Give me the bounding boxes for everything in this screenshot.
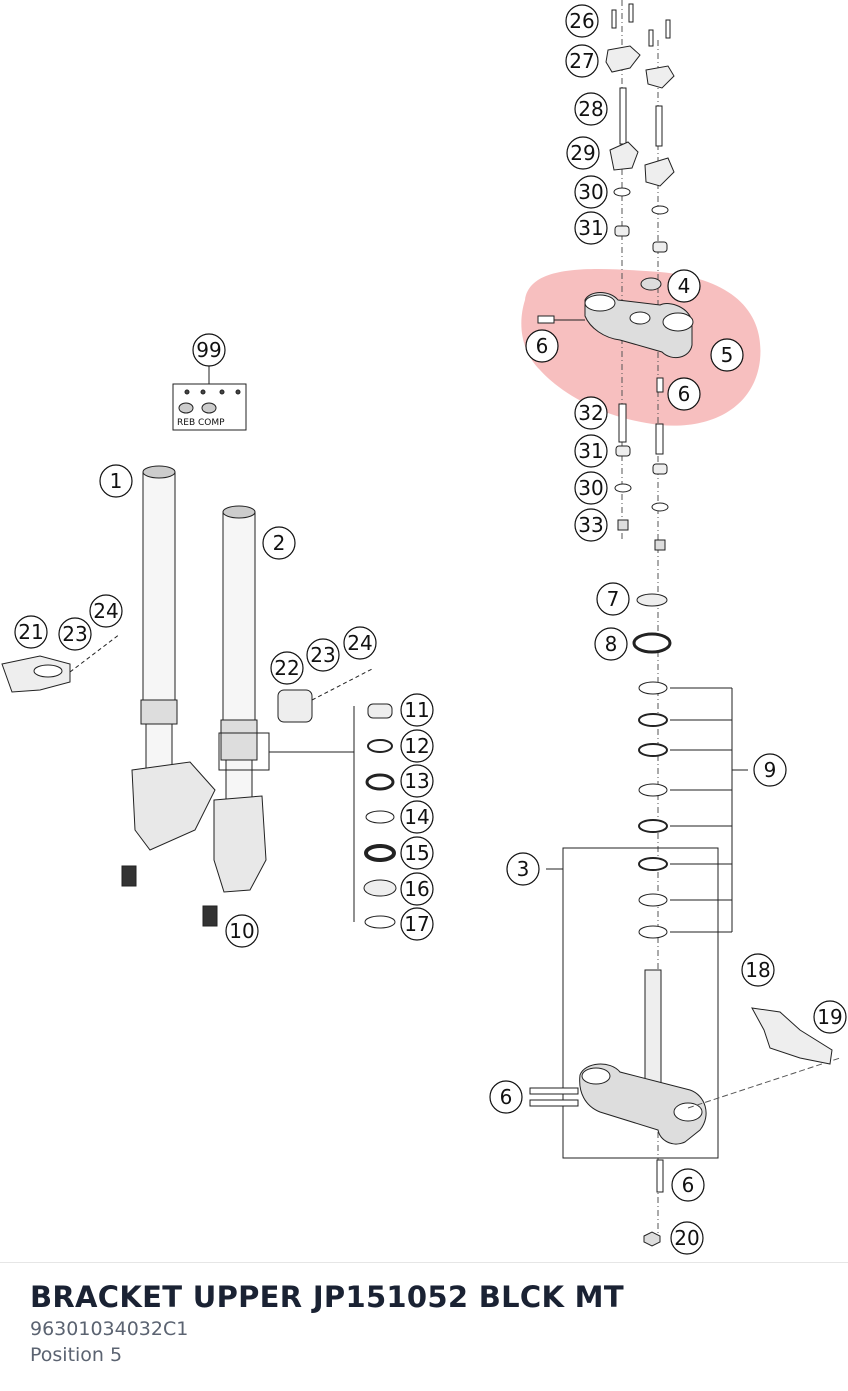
callout-31: 31 xyxy=(578,439,603,463)
exploded-parts-diagram: 26 27 28 29 30 31 4 6 5 6 32 31 30 33 99… xyxy=(1,0,847,1255)
callout-23: 23 xyxy=(310,643,335,667)
callout-18: 18 xyxy=(745,958,770,982)
callout-17: 17 xyxy=(404,912,429,936)
callout-30: 30 xyxy=(578,180,603,204)
callout-1: 1 xyxy=(110,469,123,493)
callout-32: 32 xyxy=(578,401,603,425)
callout-28: 28 xyxy=(578,97,603,121)
handlebar-clamp-lower xyxy=(609,141,675,187)
part-position: Position 5 xyxy=(30,1344,123,1366)
callout-29: 29 xyxy=(570,141,595,165)
callout-4[interactable]: 4 xyxy=(678,274,691,298)
seal-kit xyxy=(363,703,397,929)
bearing-stack xyxy=(638,681,668,939)
bolt-26 xyxy=(611,3,671,47)
callout-24: 24 xyxy=(347,631,372,655)
callout-22: 22 xyxy=(274,656,299,680)
callout-16: 16 xyxy=(404,877,429,901)
upper-bracket xyxy=(584,292,694,359)
steering-nut xyxy=(640,277,662,291)
callout-5[interactable]: 5 xyxy=(721,343,734,367)
callout-6[interactable]: 6 xyxy=(678,382,691,406)
callout-14: 14 xyxy=(404,805,429,829)
fork-leg-right xyxy=(202,505,267,927)
bolt-28 xyxy=(619,87,663,147)
callout-9: 9 xyxy=(764,758,777,782)
callout-3: 3 xyxy=(517,857,530,881)
callout-12: 12 xyxy=(404,734,429,758)
callout-6[interactable]: 6 xyxy=(536,334,549,358)
callout-30: 30 xyxy=(578,476,603,500)
part-name: BRACKET UPPER JP151052 BLCK MT xyxy=(30,1280,624,1314)
callout-10: 10 xyxy=(229,919,254,943)
callout-21: 21 xyxy=(18,620,43,644)
callout-20: 20 xyxy=(674,1226,699,1250)
callout-23: 23 xyxy=(62,622,87,646)
callout-99: 99 xyxy=(196,338,221,362)
lower-assembly-box xyxy=(562,847,719,1159)
callout-11: 11 xyxy=(404,698,429,722)
fork-leg-left xyxy=(121,465,216,887)
part-info-footer: BRACKET UPPER JP151052 BLCK MT 963010340… xyxy=(0,1262,848,1391)
callout-8: 8 xyxy=(605,632,618,656)
callout-27: 27 xyxy=(569,49,594,73)
callout-6: 6 xyxy=(682,1173,695,1197)
handlebar-clamp-upper xyxy=(605,45,675,89)
callout-26: 26 xyxy=(569,9,594,33)
part-number: 96301034032C1 xyxy=(30,1318,189,1340)
callout-7: 7 xyxy=(607,587,620,611)
adjuster-label: REB COMP xyxy=(177,418,225,428)
callout-6: 6 xyxy=(500,1085,513,1109)
highlight-zone xyxy=(521,269,761,426)
callout-15: 15 xyxy=(404,841,429,865)
callout-24: 24 xyxy=(93,599,118,623)
callout-2: 2 xyxy=(273,531,286,555)
callout-13: 13 xyxy=(404,769,429,793)
callout-33: 33 xyxy=(578,513,603,537)
callout-19: 19 xyxy=(817,1005,842,1029)
callouts xyxy=(14,4,847,1255)
callout-31: 31 xyxy=(578,216,603,240)
